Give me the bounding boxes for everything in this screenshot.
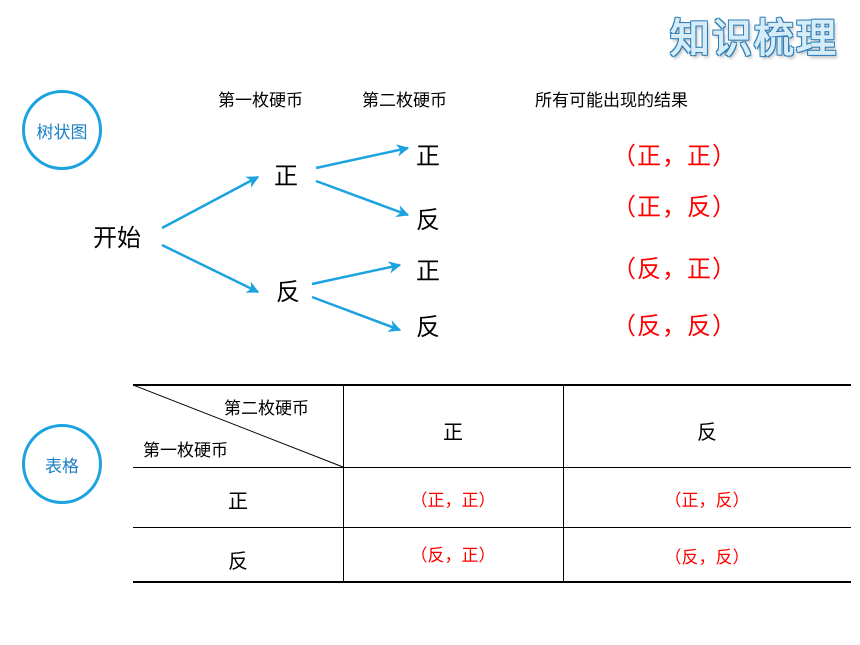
tree-level1-node-heads: 正 bbox=[274, 162, 298, 190]
table-cell-heads-tails: （正，反） bbox=[664, 491, 750, 511]
tree-start-node: 开始 bbox=[93, 224, 141, 252]
table-header-divider bbox=[343, 467, 851, 468]
table-col-divider-1 bbox=[343, 385, 344, 582]
table-row-header-heads: 正 bbox=[228, 489, 248, 513]
arrow-heads-to-tails bbox=[315, 179, 410, 217]
table-corner-col-label: 第二枚硬币 bbox=[224, 399, 309, 419]
tree-result-1: （正，正） bbox=[612, 142, 737, 170]
header-all-results: 所有可能出现的结果 bbox=[535, 91, 688, 111]
tree-result-3: （反，正） bbox=[612, 255, 737, 283]
table-top-border bbox=[133, 384, 851, 386]
tree-level1-node-tails: 反 bbox=[276, 278, 300, 306]
table-row-header-tails: 反 bbox=[228, 549, 248, 573]
arrow-tails-to-tails bbox=[311, 295, 402, 332]
page-title: 知识梳理 bbox=[670, 16, 838, 62]
table-corner-diagonal bbox=[133, 385, 344, 468]
table-cell-tails-heads: （反，正） bbox=[410, 546, 496, 566]
arrow-start-to-tails bbox=[161, 243, 260, 294]
tree-level2-node-2: 反 bbox=[416, 206, 440, 234]
table-cell-heads-heads: （正，正） bbox=[410, 491, 496, 511]
arrow-heads-to-heads bbox=[315, 144, 410, 170]
table-col-header-tails: 反 bbox=[697, 420, 717, 444]
header-second-coin: 第二枚硬币 bbox=[362, 91, 447, 111]
tree-diagram-label: 树状图 bbox=[36, 122, 88, 143]
tree-level2-node-4: 反 bbox=[416, 313, 440, 341]
arrow-tails-to-heads bbox=[311, 261, 402, 286]
tree-diagram-badge: 树状图 bbox=[22, 90, 102, 170]
table-col-divider-2 bbox=[563, 385, 564, 582]
tree-result-4: （反，反） bbox=[612, 312, 737, 340]
arrow-start-to-heads bbox=[161, 175, 260, 230]
tree-level2-node-3: 正 bbox=[416, 257, 440, 285]
table-corner-bottom-line bbox=[133, 467, 343, 468]
table-label: 表格 bbox=[45, 456, 79, 477]
table-corner-row-label: 第一枚硬币 bbox=[143, 441, 228, 461]
table-badge: 表格 bbox=[22, 424, 102, 504]
tree-level2-node-1: 正 bbox=[416, 142, 440, 170]
tree-result-2: （正，反） bbox=[612, 193, 737, 221]
header-first-coin: 第一枚硬币 bbox=[218, 91, 303, 111]
table-col-header-heads: 正 bbox=[443, 420, 463, 444]
table-bottom-border bbox=[133, 581, 851, 583]
table-row-divider bbox=[133, 527, 851, 528]
table-cell-tails-tails: （反，反） bbox=[664, 548, 750, 568]
